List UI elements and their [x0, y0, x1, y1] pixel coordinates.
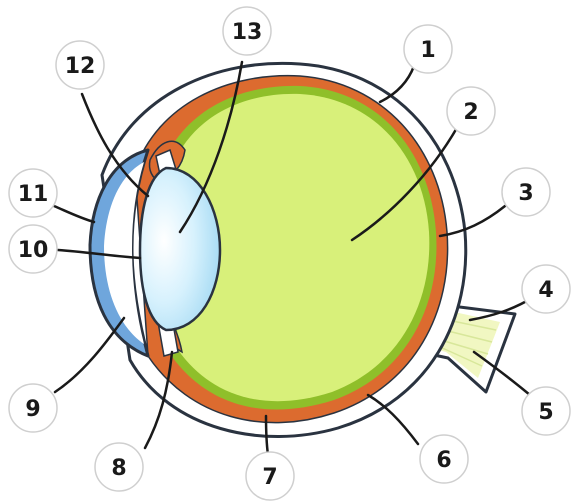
label-10: 10	[18, 238, 49, 263]
label-3: 3	[518, 181, 533, 206]
callout-9: 9	[8, 383, 58, 433]
callout-12: 12	[55, 40, 105, 90]
leader-1	[378, 64, 416, 104]
label-9: 9	[25, 397, 40, 422]
label-8: 8	[111, 456, 126, 481]
callout-4: 4	[521, 264, 571, 314]
callout-3: 3	[501, 167, 551, 217]
leader-3	[438, 204, 507, 238]
leader-10	[56, 248, 142, 260]
leader-2	[350, 124, 460, 242]
leader-11	[52, 204, 96, 224]
label-13: 13	[232, 20, 263, 45]
callout-5: 5	[521, 386, 571, 436]
callout-11: 11	[8, 168, 58, 218]
leader-9	[53, 316, 126, 394]
callout-8: 8	[94, 442, 144, 492]
callout-1: 1	[403, 24, 453, 74]
label-11: 11	[18, 182, 49, 207]
callout-13: 13	[222, 6, 272, 56]
label-1: 1	[420, 38, 435, 63]
leader-12	[80, 92, 150, 198]
callout-7: 7	[245, 451, 295, 501]
callout-6: 6	[419, 434, 469, 484]
leader-lines	[52, 60, 534, 457]
leader-5	[472, 350, 532, 397]
lens	[138, 166, 222, 332]
leader-7	[264, 414, 270, 457]
vitreous-body	[170, 93, 430, 402]
label-4: 4	[538, 278, 553, 303]
label-5: 5	[538, 400, 553, 425]
callout-2: 2	[446, 86, 496, 136]
leader-13	[178, 60, 244, 234]
label-6: 6	[436, 448, 451, 473]
leader-8	[143, 350, 174, 450]
label-2: 2	[463, 100, 478, 125]
label-7: 7	[262, 465, 277, 490]
label-12: 12	[65, 54, 96, 79]
leader-6	[366, 393, 420, 446]
cornea	[88, 148, 150, 358]
callout-10: 10	[8, 224, 58, 274]
